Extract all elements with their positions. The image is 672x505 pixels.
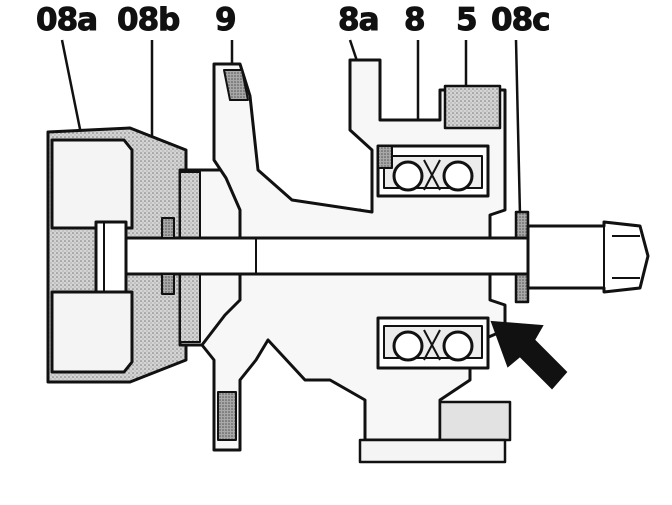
bearing-cage — [423, 159, 441, 191]
disc-recess — [50, 138, 134, 230]
housing-base — [358, 438, 507, 464]
housing-lower — [438, 400, 512, 442]
axle-nut — [526, 220, 650, 294]
part-label-08c: 08c — [491, 2, 551, 39]
part-label-08a: 08a — [35, 2, 98, 39]
part-label-08b: 08b — [116, 2, 180, 39]
disc-recess-lower — [50, 290, 134, 374]
part-label-9: 9 — [215, 2, 238, 39]
spacer-ring — [161, 217, 175, 239]
bearing-ball — [392, 160, 424, 192]
pointer-arrow — [490, 320, 568, 390]
bolt-head-part-08a — [94, 220, 128, 294]
knuckle-tip-bottom — [217, 391, 237, 441]
knuckle-tip-top — [223, 69, 249, 101]
seal-8a-upper — [377, 145, 393, 169]
axle-shaft — [118, 236, 530, 276]
spacer-ring — [161, 273, 175, 295]
part-label-5: 5 — [456, 2, 479, 39]
bearing-ball — [392, 330, 424, 362]
bearing-ball — [442, 330, 474, 362]
housing-part-5 — [443, 84, 502, 130]
leader-line-08c — [514, 39, 522, 216]
part-label-8: 8 — [404, 2, 427, 39]
bearing-cage — [423, 329, 441, 361]
bearing-ball — [442, 160, 474, 192]
part-label-8a: 8a — [338, 2, 380, 39]
